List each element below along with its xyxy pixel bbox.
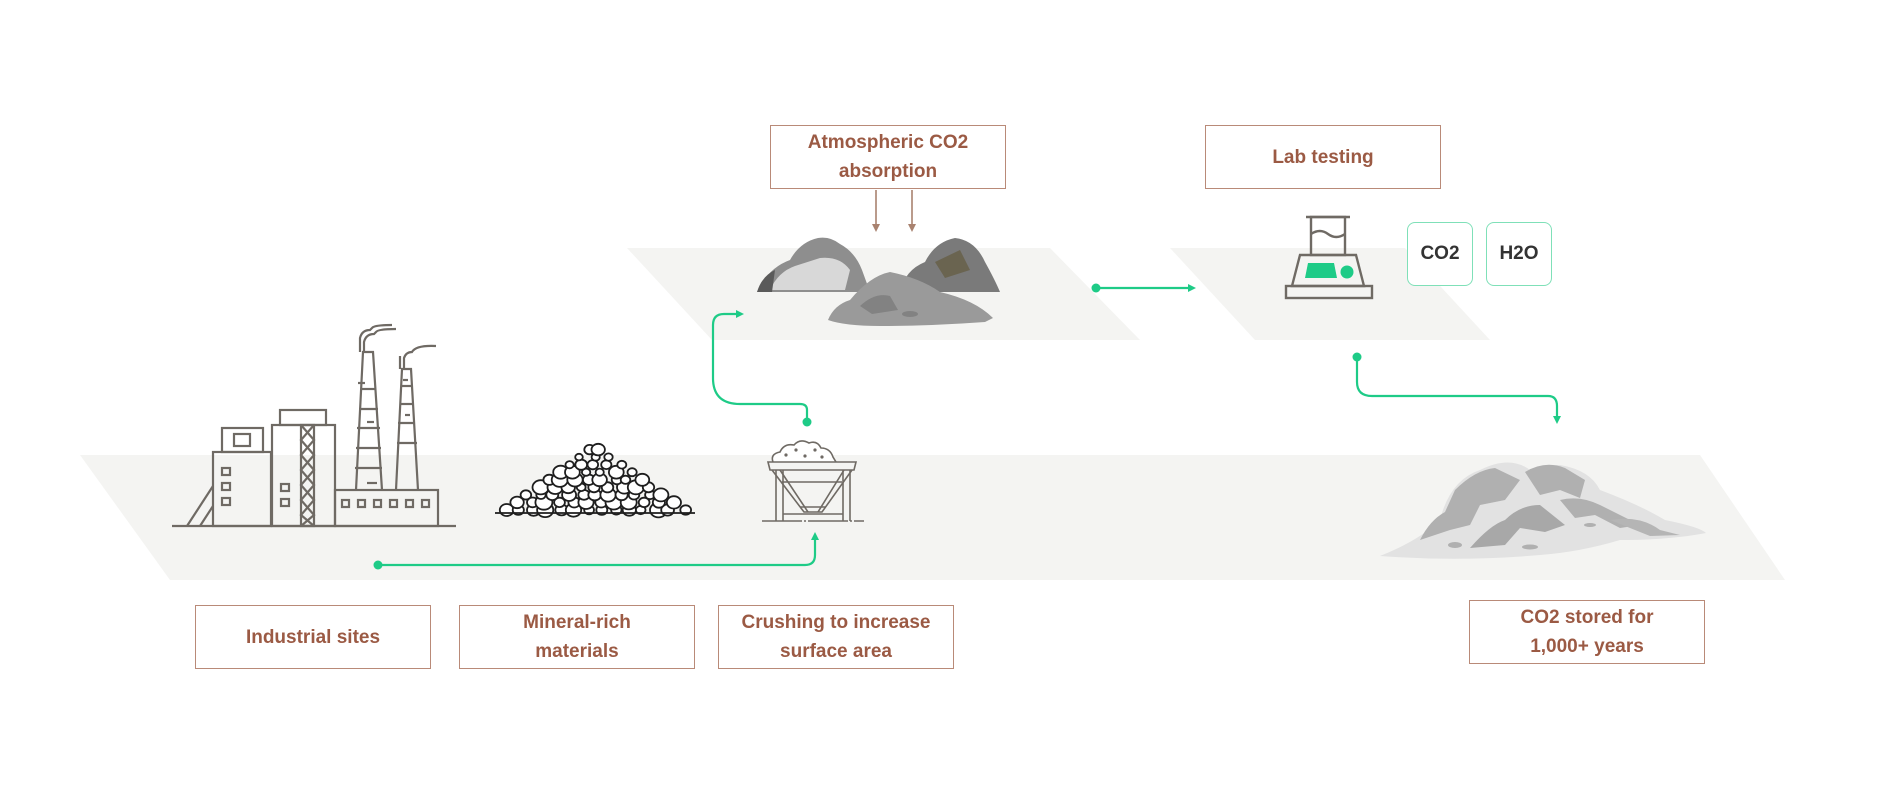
pebble [619, 474, 632, 485]
chip-co2: CO2 [1407, 222, 1473, 286]
factory-icon [172, 323, 456, 528]
label-crushing: Crushing to increase surface area [718, 605, 954, 669]
label-co2-stored: CO2 stored for 1,000+ years [1469, 600, 1705, 664]
label-line: Lab testing [1272, 146, 1374, 168]
label-line: surface area [780, 641, 892, 662]
label-lab-testing: Lab testing [1205, 125, 1441, 189]
lab-scale-icon [1284, 215, 1374, 300]
ground-platform [80, 455, 1785, 580]
flow-absorption-to-lab [1091, 283, 1196, 293]
label-industrial-sites: Industrial sites [195, 605, 431, 669]
pebble [637, 496, 651, 508]
pebble [626, 467, 638, 478]
label-line: 1,000+ years [1530, 636, 1644, 657]
label-line: absorption [838, 161, 938, 182]
pebble [519, 489, 533, 501]
pebble [603, 452, 614, 462]
label-mineral-rich-materials: Mineral-rich materials [459, 605, 695, 669]
pebble [616, 459, 628, 470]
pebble [634, 472, 651, 487]
label-line: Atmospheric CO2 [807, 132, 969, 153]
label-line: materials [535, 641, 619, 662]
chip-h2o: H2O [1486, 222, 1552, 286]
label-atmospheric-co2-absorption: Atmospheric CO2 absorption [770, 125, 1006, 189]
label-line: Industrial sites [245, 626, 381, 648]
label-line: Crushing to increase [741, 612, 931, 633]
pebble [553, 496, 566, 508]
crusher-hopper-icon [762, 440, 864, 522]
pebble [574, 458, 588, 471]
pebble [590, 442, 606, 457]
rock-pile-icon [495, 442, 695, 519]
flow-crushing-to-absorption [711, 310, 812, 427]
pebble [652, 487, 670, 503]
label-line: Mineral-rich [523, 612, 631, 633]
label-line: CO2 stored for [1520, 607, 1654, 628]
pebble [509, 495, 525, 510]
flow-industrial-to-crushing [373, 532, 819, 570]
pebble [564, 460, 575, 470]
pebble [574, 452, 584, 462]
pebble [665, 495, 682, 510]
pebble [600, 459, 613, 471]
rocks-icon [757, 237, 1000, 326]
pebble [594, 467, 605, 477]
mineralized-rocks-icon [1380, 462, 1706, 559]
flow-lab-to-storage [1352, 352, 1561, 424]
